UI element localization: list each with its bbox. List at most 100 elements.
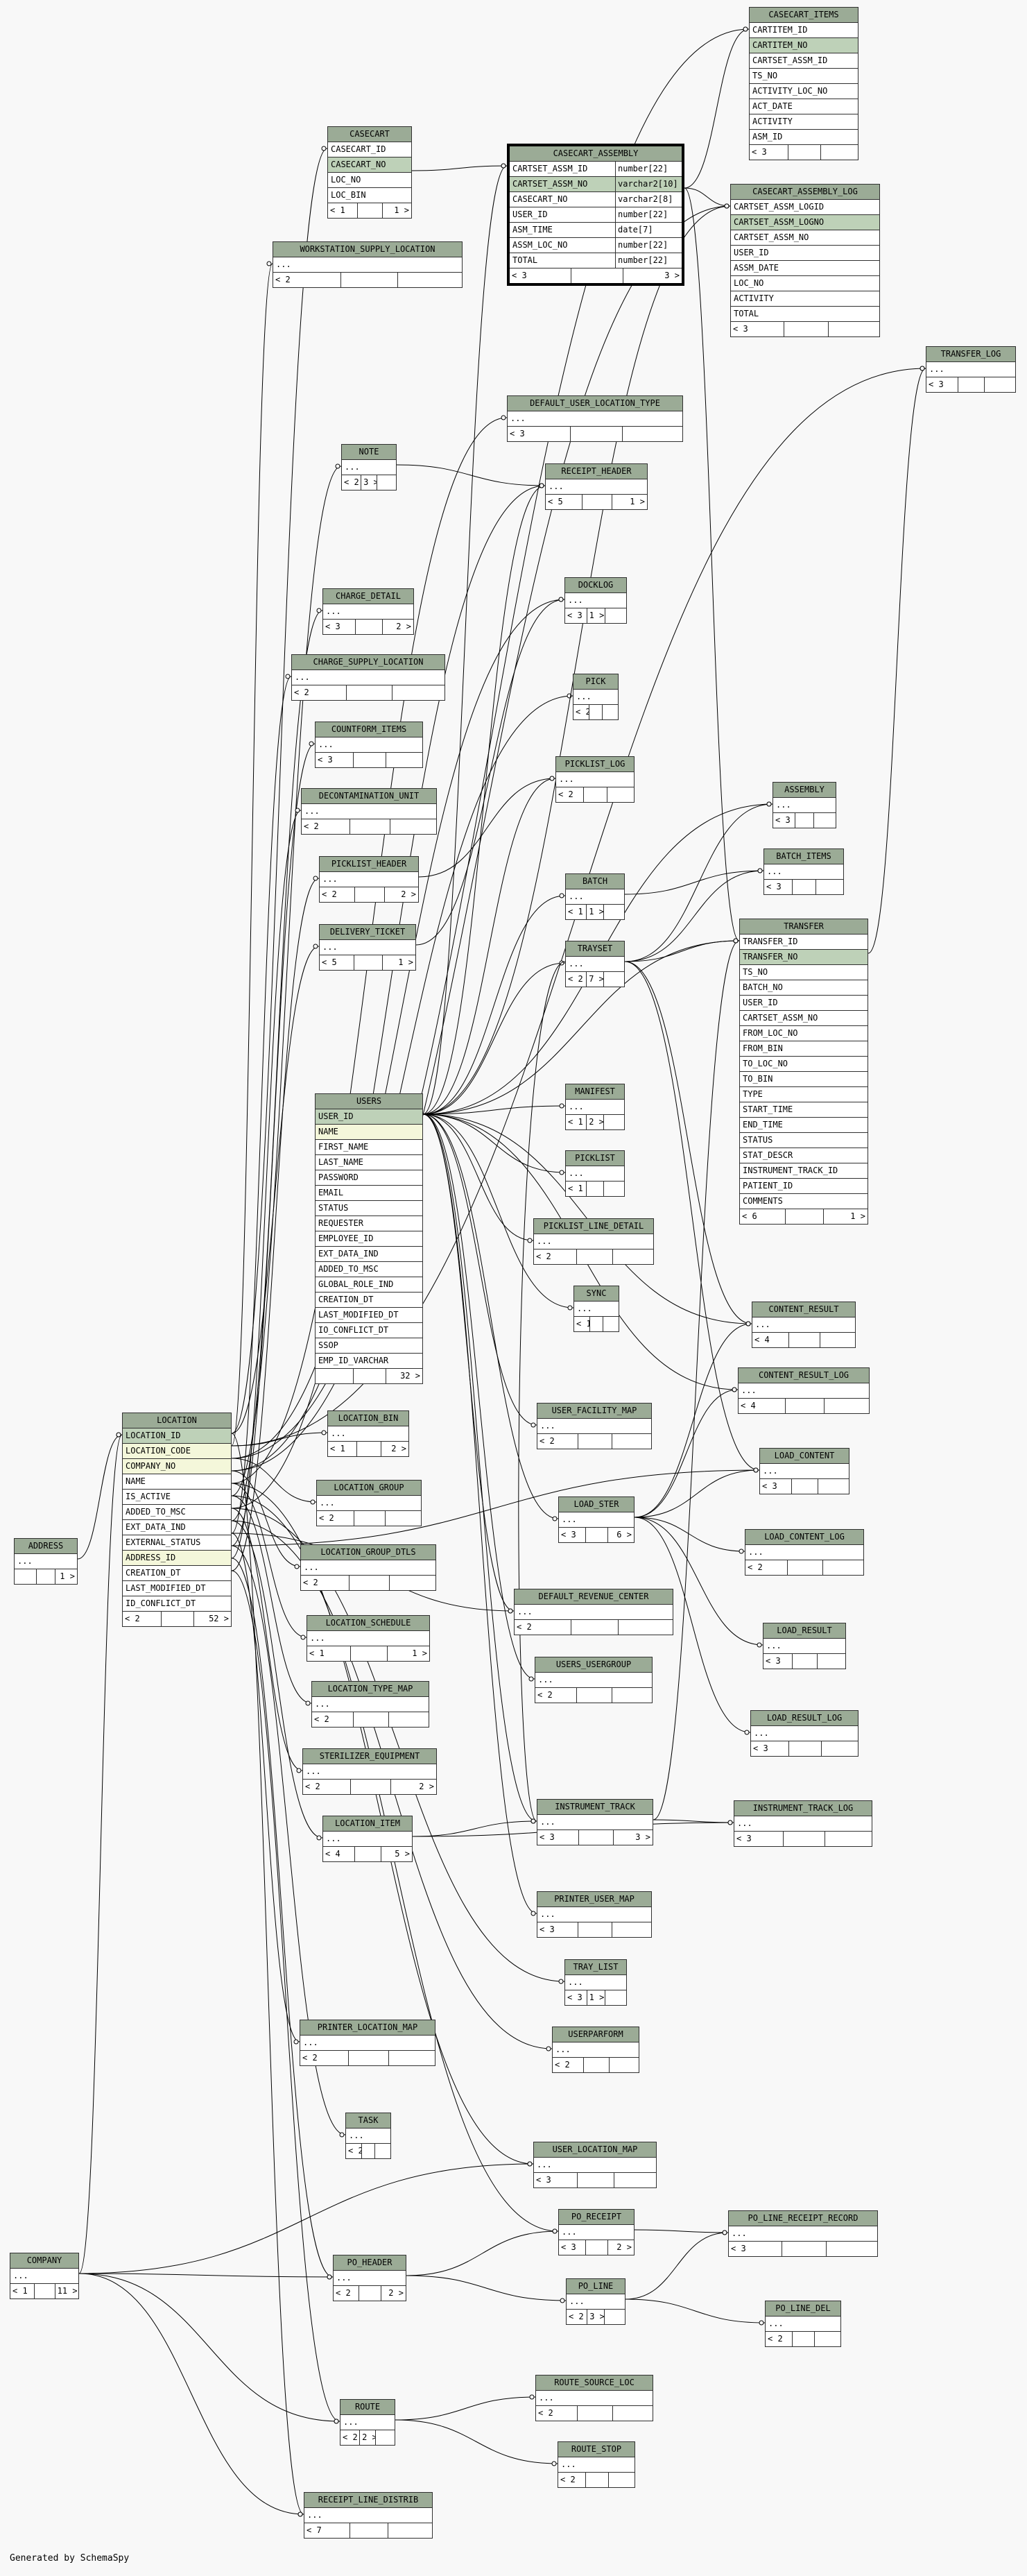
table-title[interactable]: CONTENT_RESULT <box>752 1302 855 1317</box>
table-default-user-location-type[interactable]: DEFAULT_USER_LOCATION_TYPE...< 3 <box>507 395 683 442</box>
table-column[interactable]: ... <box>304 2508 432 2523</box>
children-count[interactable] <box>603 1317 619 1331</box>
table-column[interactable]: ... <box>751 1726 858 1741</box>
footer-cell[interactable] <box>354 753 386 767</box>
parents-count[interactable]: < 3 <box>750 145 789 160</box>
footer-cell[interactable]: 1 > <box>587 1990 606 2005</box>
table-column[interactable]: ... <box>566 1100 624 1115</box>
table-column[interactable]: CREATION_DT <box>123 1566 231 1581</box>
table-column[interactable]: LAST_NAME <box>316 1155 422 1170</box>
parents-count[interactable]: < 3 <box>565 608 587 623</box>
table-column[interactable]: TRANSFER_ID <box>740 935 868 950</box>
children-count[interactable] <box>614 2173 656 2187</box>
table-column[interactable]: TOTAL <box>731 307 879 322</box>
children-count[interactable] <box>389 2051 435 2065</box>
parents-count[interactable]: < 3 <box>565 1990 587 2005</box>
table-column[interactable]: CASECART_NO <box>328 157 411 173</box>
table-title[interactable]: COMPANY <box>10 2253 78 2269</box>
table-title[interactable]: PICKLIST <box>566 1151 624 1166</box>
footer-cell[interactable] <box>586 1528 609 1542</box>
footer-cell[interactable] <box>784 1832 825 1846</box>
parents-count[interactable]: < 3 <box>760 1479 793 1494</box>
parents-count[interactable]: < 3 <box>534 2173 578 2187</box>
footer-cell[interactable]: 2 > <box>360 2430 377 2445</box>
table-column[interactable]: ACTIVITY <box>731 291 879 307</box>
table-column[interactable]: ... <box>535 1673 652 1688</box>
table-column[interactable]: CARTSET_ASSM_NO <box>740 1011 868 1026</box>
table-title[interactable]: USER_LOCATION_MAP <box>534 2142 656 2158</box>
table-title[interactable]: TRANSFER_LOG <box>926 347 1015 362</box>
table-title[interactable]: LOCATION_BIN <box>328 1411 408 1426</box>
table-column[interactable]: ... <box>534 1234 653 1249</box>
table-title[interactable]: SYNC <box>574 1286 619 1302</box>
table-column[interactable]: TS_NO <box>740 965 868 980</box>
footer-cell[interactable] <box>354 1369 386 1383</box>
footer-cell[interactable]: 3 > <box>587 2310 605 2324</box>
table-title[interactable]: ROUTE_STOP <box>558 2442 635 2457</box>
table-column[interactable]: ... <box>553 2042 639 2058</box>
parents-count[interactable]: < 3 <box>508 427 571 441</box>
footer-cell[interactable] <box>571 1620 619 1635</box>
parents-count[interactable]: < 6 <box>740 1209 786 1224</box>
table-column[interactable]: ... <box>558 2457 635 2473</box>
table-decontamination-unit[interactable]: DECONTAMINATION_UNIT...< 2 <box>301 788 437 835</box>
table-column[interactable]: PATIENT_ID <box>740 1179 868 1194</box>
table-column[interactable]: ... <box>346 2129 390 2144</box>
table-column[interactable]: ... <box>15 1554 77 1569</box>
table-column[interactable]: ASM_ID <box>750 130 858 145</box>
footer-cell[interactable] <box>354 955 383 970</box>
table-column[interactable]: TYPE <box>740 1087 868 1102</box>
children-count[interactable] <box>390 1576 435 1590</box>
table-title[interactable]: ASSEMBLY <box>773 783 836 798</box>
footer-cell[interactable] <box>571 427 623 441</box>
table-title[interactable]: LOAD_CONTENT <box>760 1449 849 1464</box>
parents-count[interactable]: < 1 <box>574 1317 591 1331</box>
table-column[interactable]: ... <box>752 1317 855 1333</box>
table-column[interactable]: CARTITEM_ID <box>750 23 858 38</box>
footer-cell[interactable] <box>37 1569 56 1584</box>
table-column[interactable]: GLOBAL_ROLE_IND <box>316 1277 422 1293</box>
children-count[interactable] <box>613 1249 653 1264</box>
parents-count[interactable]: < 2 <box>273 273 341 287</box>
table-pick[interactable]: PICK...< 2 <box>573 674 619 720</box>
table-title[interactable]: ADDRESS <box>15 1539 77 1554</box>
table-column[interactable]: END_TIME <box>740 1118 868 1133</box>
table-column[interactable]: CARTSET_ASSM_LOGID <box>731 200 879 215</box>
parents-count[interactable]: < 2 <box>320 887 356 902</box>
parents-count[interactable]: < 2 <box>340 2430 361 2445</box>
children-count[interactable]: 3 > <box>635 1832 650 1842</box>
table-column[interactable]: PASSWORD <box>316 1170 422 1186</box>
table-column[interactable]: ... <box>312 1697 429 1712</box>
children-count[interactable] <box>603 705 618 719</box>
footer-cell[interactable] <box>578 1922 613 1937</box>
parents-count[interactable]: < 2 <box>566 972 587 987</box>
table-column[interactable]: ... <box>734 1816 872 1832</box>
table-column[interactable]: ... <box>316 737 422 753</box>
footer-cell[interactable] <box>347 685 393 700</box>
children-count[interactable]: 32 > <box>400 1371 420 1381</box>
parents-count[interactable]: < 2 <box>123 1612 162 1626</box>
children-count[interactable]: 1 > <box>394 205 409 215</box>
children-count[interactable] <box>623 427 682 441</box>
table-column[interactable]: ... <box>10 2269 78 2284</box>
parents-count[interactable]: < 7 <box>304 2523 351 2538</box>
children-count[interactable]: 52 > <box>209 1614 229 1623</box>
parents-count[interactable]: < 2 <box>346 2144 363 2158</box>
table-column[interactable]: ... <box>739 1383 869 1399</box>
table-title[interactable]: USER_FACILITY_MAP <box>537 1404 651 1419</box>
table-column[interactable]: ... <box>320 872 418 887</box>
table-receipt-line-distrib[interactable]: RECEIPT_LINE_DISTRIB...< 7 <box>304 2492 433 2539</box>
table-column[interactable]: LAST_MODIFIED_DT <box>316 1308 422 1323</box>
parents-count[interactable]: < 2 <box>766 2332 793 2346</box>
footer-cell[interactable] <box>356 620 383 634</box>
parents-count[interactable]: < 5 <box>546 495 582 509</box>
table-column[interactable]: ... <box>323 1832 412 1847</box>
table-column[interactable]: EXT_DATA_IND <box>123 1520 231 1535</box>
